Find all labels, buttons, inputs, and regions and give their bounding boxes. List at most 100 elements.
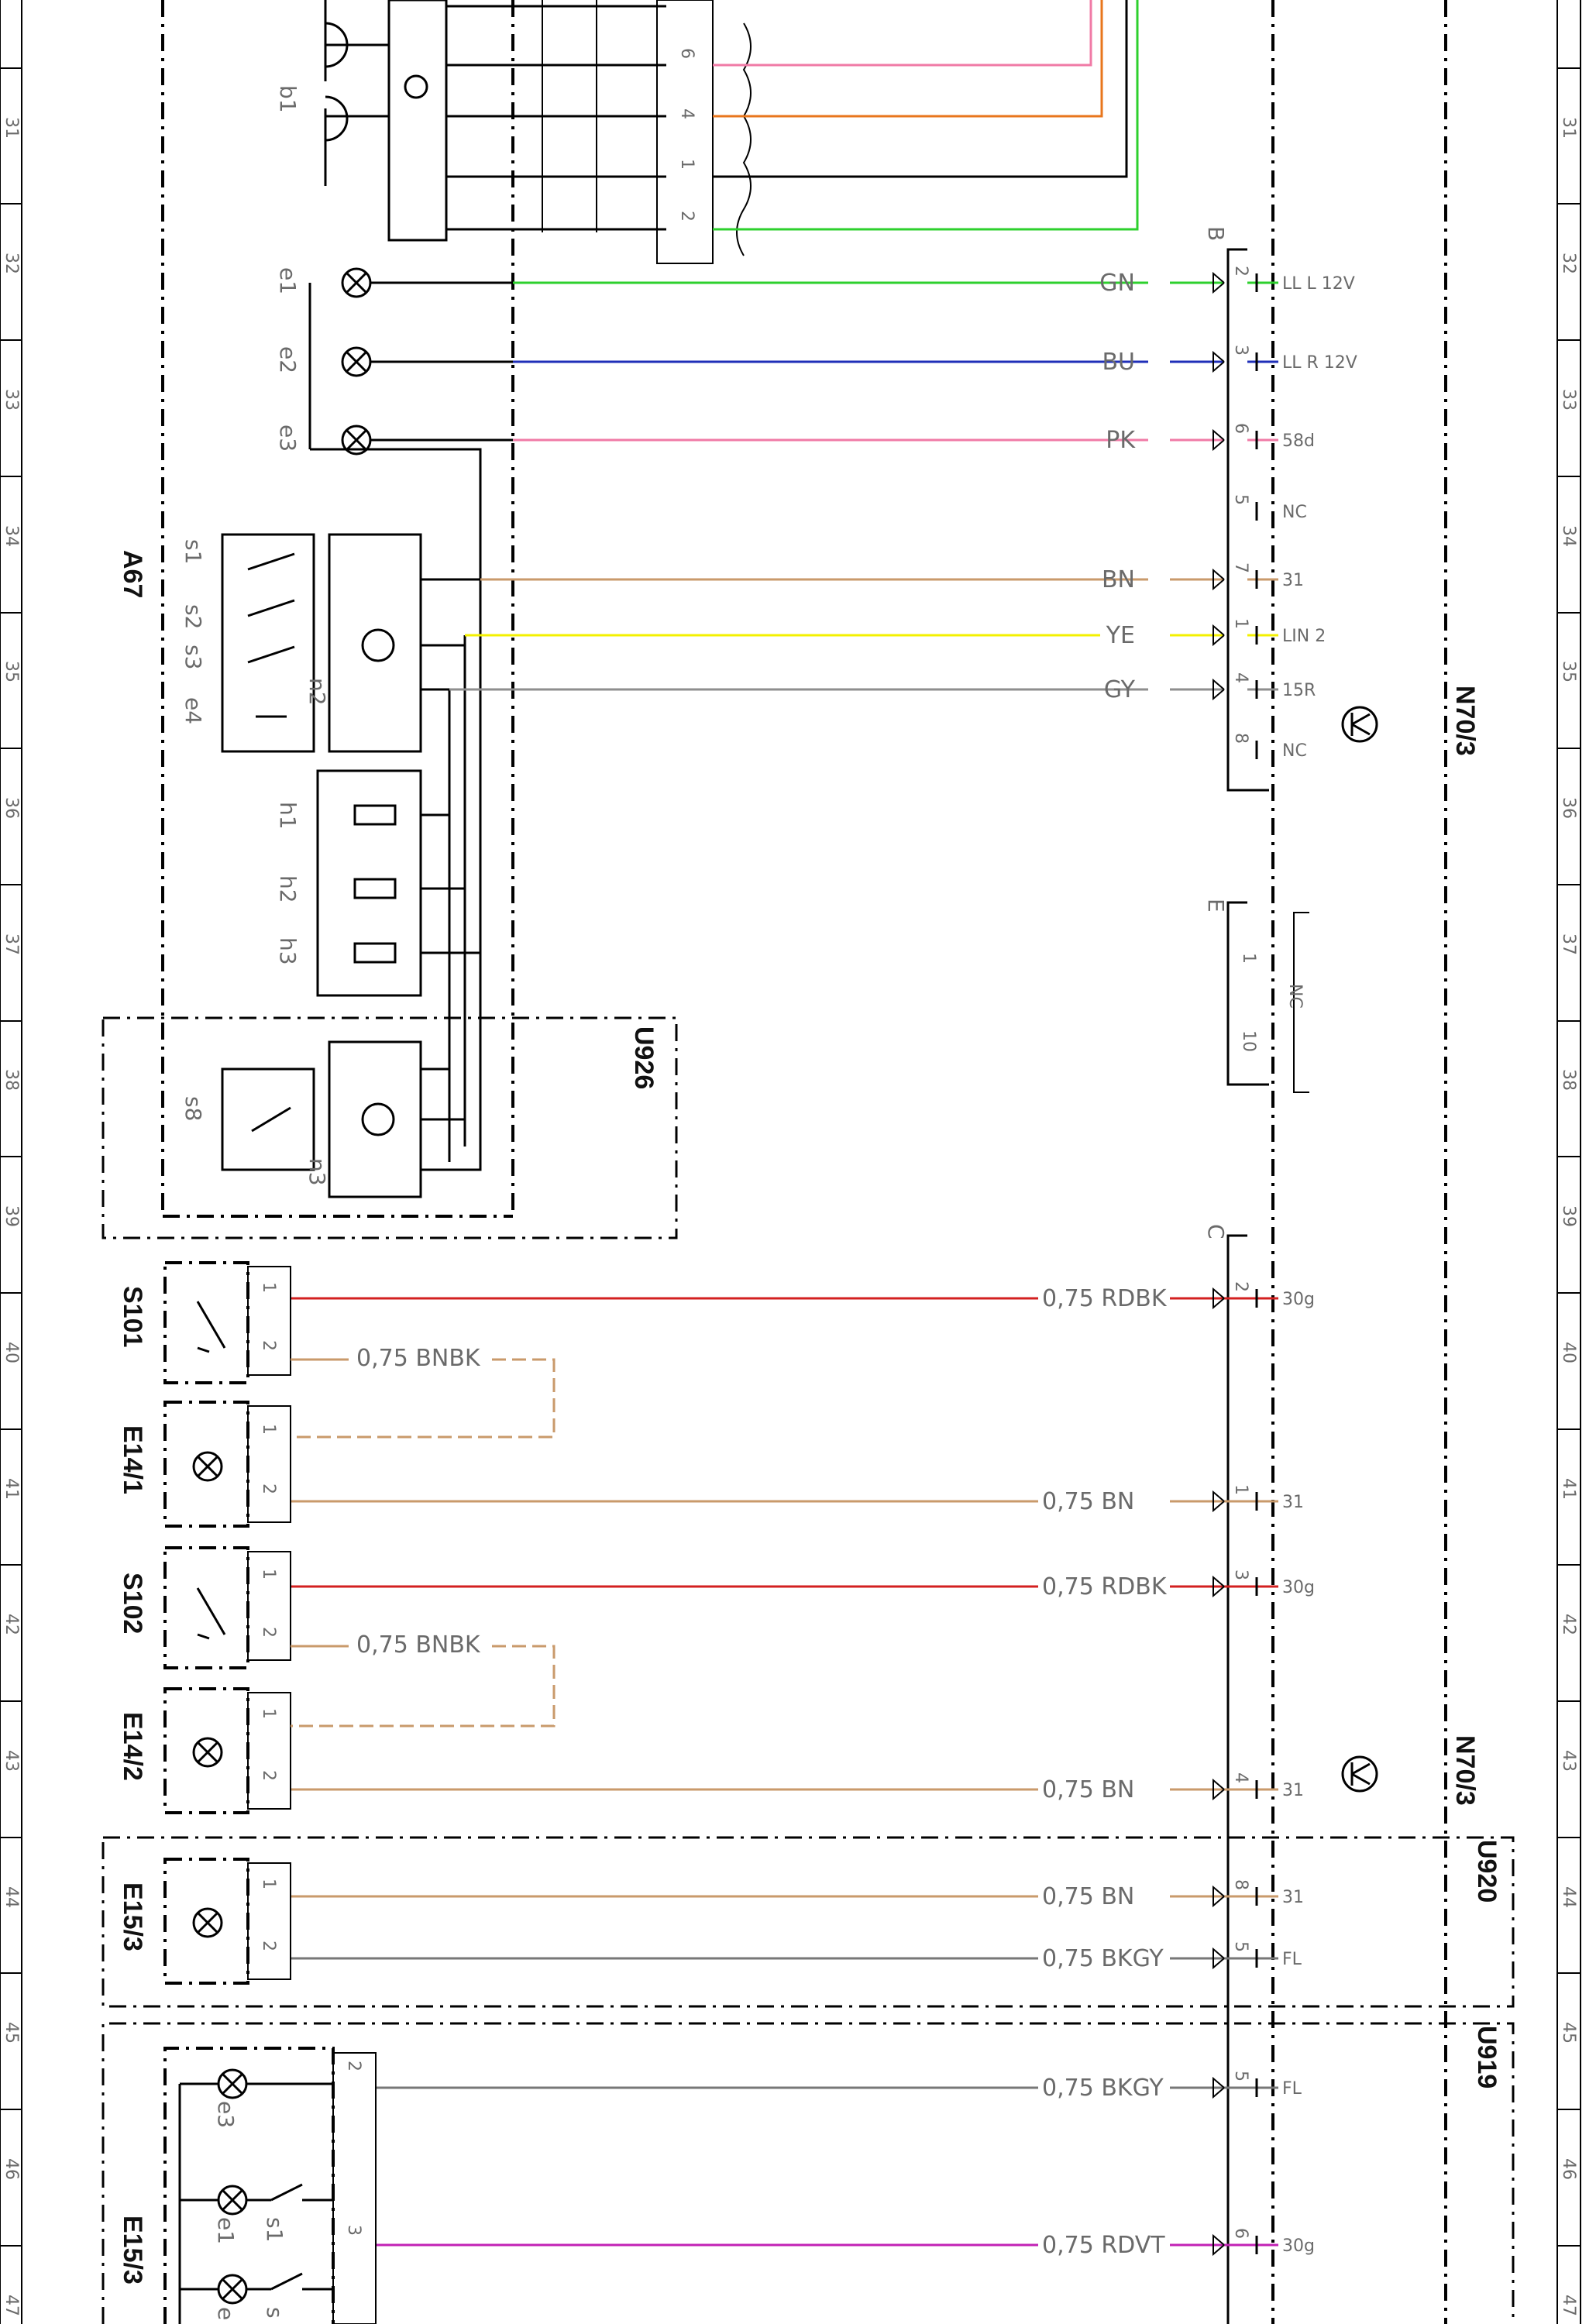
label-e4: e4: [181, 697, 206, 724]
c-arrow: [1212, 1778, 1225, 1801]
grid-number-right: 35: [1559, 661, 1578, 682]
c-signal-label: 30g: [1282, 1578, 1315, 1597]
connector-e-nc: NC: [1285, 984, 1305, 1009]
device-pin-number: 1: [259, 1569, 278, 1580]
b1-block: [324, 0, 752, 264]
grid-number-left: 45: [2, 2022, 21, 2044]
a67-bus-to-b: [449, 281, 1148, 691]
grid-number-right: 47: [1559, 2295, 1578, 2316]
label-s3: s3: [181, 645, 206, 669]
b-wire-color-label: GN: [1099, 270, 1135, 297]
lower-bold-labels: S101 E14/1 S102 E14/2 E15/3 E15/3 N70/3 …: [118, 686, 1501, 2284]
top-pin-1: 1: [677, 159, 697, 170]
grid-number-left: 37: [2, 933, 21, 955]
connector-b-label: B: [1203, 226, 1229, 241]
grid-number-left: 47: [2, 2295, 21, 2316]
c-arrow: [1212, 2076, 1225, 2099]
label-u920: U920: [1472, 1840, 1501, 1903]
device-pin-number: 1: [259, 1708, 278, 1719]
c-wire-label: 0,75 BN: [1042, 1776, 1134, 1803]
b-arrow: [1212, 428, 1225, 452]
b-arrow: [1212, 350, 1225, 373]
c-signal-label: 30g: [1282, 1290, 1315, 1309]
lower-devices: [178, 1266, 377, 2324]
grid-number-right: 40: [1559, 1342, 1578, 1363]
label-h1: h1: [275, 802, 301, 830]
c-signal-label: FL: [1282, 2079, 1302, 2099]
label-e14-2: E14/2: [118, 1712, 147, 1781]
b-pin-number: 4: [1231, 672, 1250, 683]
b-pin-number: 7: [1231, 562, 1250, 573]
label-n70-3-top: N70/3: [1450, 686, 1480, 756]
c-pin-number: 5: [1231, 1941, 1250, 1952]
c-pin-number: 4: [1231, 1772, 1250, 1783]
grid-number-right: 43: [1559, 1750, 1578, 1772]
label-e14-1: E14/1: [118, 1425, 147, 1494]
device-pin-number: 2: [259, 1627, 278, 1638]
grid-number-left: 42: [2, 1614, 21, 1635]
c-pin-number: 3: [1231, 1569, 1250, 1580]
label-lamp-e: e: [213, 2307, 239, 2320]
c-signal-label: 30g: [1282, 2236, 1315, 2256]
label-a67: A67: [118, 550, 147, 598]
grid-number-left: 43: [2, 1750, 21, 1772]
device-pin-number: 1: [259, 1424, 278, 1435]
b-signal-label: NC: [1282, 503, 1307, 522]
label-h3: h3: [275, 937, 301, 965]
top-pin-4: 4: [677, 108, 697, 119]
label-u926: U926: [629, 1026, 659, 1089]
label-lamp-s: s: [262, 2307, 287, 2319]
grid-number-right: 41: [1559, 1478, 1578, 1500]
bridge-wire-1: 0,75 BNBK: [356, 1345, 481, 1372]
connector-e-label: E: [1203, 899, 1229, 913]
b-arrow: [1212, 678, 1225, 701]
top-pin-2: 2: [677, 211, 697, 222]
b-wire-color-label: BU: [1102, 349, 1135, 376]
grid-ticks: [0, 67, 1581, 2247]
c-pin-number: 1: [1231, 1484, 1250, 1495]
grid-number-right: 38: [1559, 1069, 1578, 1091]
grid-number-right: 37: [1559, 933, 1578, 955]
b-signal-label: 15R: [1282, 681, 1316, 700]
connector-c-label: C: [1203, 1224, 1229, 1239]
b-pin-number: 1: [1231, 618, 1250, 629]
top-pin-6: 6: [677, 48, 697, 59]
label-lamp-e1: e1: [213, 2217, 239, 2244]
grid-number-left: 46: [2, 2158, 21, 2180]
label-e1: e1: [275, 267, 301, 294]
connector-c-frame: [1226, 1234, 1247, 2324]
c-wire-label: 0,75 RDBK: [1042, 1285, 1168, 1312]
grid-number-left: 33: [2, 389, 21, 411]
c-wire-label: 0,75 BKGY: [1042, 1945, 1164, 1972]
grid-number-right: 31: [1559, 117, 1578, 139]
grid-number-left: 34: [2, 525, 21, 547]
c-arrow: [1212, 2233, 1225, 2257]
device-pin-number: 2: [259, 1483, 278, 1494]
grid-number-right: 39: [1559, 1205, 1578, 1227]
b-arrow: [1212, 624, 1225, 647]
b-arrow: [1212, 271, 1225, 294]
c-signal-label: FL: [1282, 1950, 1302, 1969]
label-s2: s2: [181, 604, 206, 629]
b-signal-label: LIN 2: [1282, 627, 1326, 646]
c-signal-label: 31: [1282, 1888, 1304, 1907]
connector-e-pin-right: 10: [1239, 1030, 1258, 1052]
a67-sub-labels: s1 s2 s3 e4 n2 h1 h2 h3: [181, 539, 330, 965]
grid-number-left: 39: [2, 1205, 21, 1227]
label-u919: U919: [1472, 2026, 1501, 2089]
b-pin-number: 3: [1231, 345, 1250, 356]
label-e2: e2: [275, 346, 301, 373]
device-pin-number: 2: [344, 2061, 363, 2071]
b-pin-number: 6: [1231, 423, 1250, 434]
c-wire-label: 0,75 RDVT: [1042, 2232, 1165, 2259]
b-signal-label: 58d: [1282, 431, 1315, 451]
b-arrow: [1212, 568, 1225, 591]
label-n70-3-bottom: N70/3: [1450, 1735, 1480, 1806]
device-pin-number: 1: [259, 1879, 278, 1889]
c-wire-label: 0,75 RDBK: [1042, 1573, 1168, 1600]
c-arrow: [1212, 1575, 1225, 1598]
c-arrow: [1212, 1885, 1225, 1908]
